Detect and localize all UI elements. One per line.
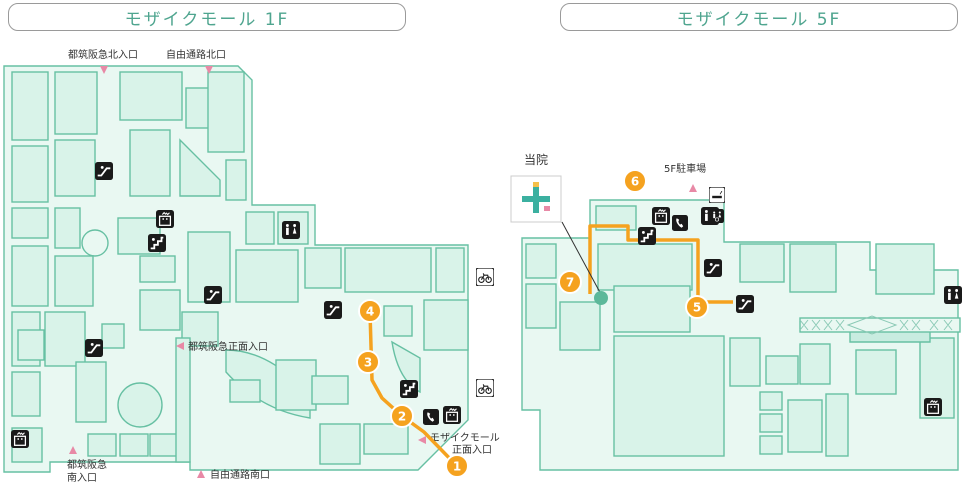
step-2-label: 2 xyxy=(398,410,406,424)
label-mosaic-front-2: 正面入口 xyxy=(452,445,492,456)
stairs-icon xyxy=(148,234,166,252)
elevator-icon xyxy=(924,398,942,416)
restroom-icon xyxy=(282,221,300,239)
label-hankyu-south-2: 南入口 xyxy=(67,471,97,484)
step-marker-5: 5 xyxy=(685,295,709,319)
escalator-icon xyxy=(85,339,103,357)
label-clinic: 当院 xyxy=(524,153,548,167)
step-7-label: 7 xyxy=(566,276,574,290)
step-marker-2: 2 xyxy=(390,404,414,428)
restroom-icon xyxy=(944,286,962,304)
floor-5f xyxy=(521,199,961,471)
escalator-icon xyxy=(736,295,754,313)
step-marker-7: 7 xyxy=(558,270,582,294)
smoking-icon xyxy=(709,187,725,203)
step-6-label: 6 xyxy=(631,175,639,189)
clinic-location-dot xyxy=(594,291,608,305)
label-free-south: 自由通路南口 xyxy=(210,468,270,481)
stairs-icon xyxy=(400,380,418,398)
step-3-label: 3 xyxy=(364,356,372,370)
step-marker-6: 6 xyxy=(623,169,647,193)
label-mosaic-front-1: モザイクモール xyxy=(430,432,500,444)
telephone-icon xyxy=(423,409,439,425)
stairs-icon xyxy=(638,227,656,245)
bicycle-icon xyxy=(476,268,494,286)
floor-1f xyxy=(3,65,469,473)
label-hankyu-north: 都筑阪急北入口 xyxy=(68,48,138,61)
step-marker-3: 3 xyxy=(356,350,380,374)
telephone-icon xyxy=(672,215,688,231)
floor-5f-title: モザイクモール 5F xyxy=(560,3,958,31)
step-marker-4: 4 xyxy=(358,299,382,323)
elevator-icon xyxy=(156,210,174,228)
label-hankyu-front: 都筑阪急正面入口 xyxy=(188,340,268,353)
label-parking: 5F駐車場 xyxy=(664,162,706,175)
escalator-icon xyxy=(324,301,342,319)
escalator-icon xyxy=(204,286,222,304)
label-hankyu-south-1: 都筑阪急 xyxy=(67,458,107,471)
entrance-markers xyxy=(69,66,697,478)
clinic-logo xyxy=(510,175,562,223)
escalator-icon xyxy=(95,162,113,180)
step-4-label: 4 xyxy=(366,305,374,319)
elevator-icon xyxy=(652,207,670,225)
bicycle-icon xyxy=(476,379,494,397)
elevator-icon xyxy=(11,430,29,448)
accessible-restroom-icon xyxy=(710,209,724,223)
label-free-north: 自由通路北口 xyxy=(166,48,226,61)
escalator-icon xyxy=(704,259,722,277)
elevator-icon xyxy=(443,406,461,424)
route-step-markers: 1 2 3 4 5 6 7 xyxy=(356,169,709,478)
step-5-label: 5 xyxy=(693,301,701,315)
step-marker-1: 1 xyxy=(445,454,469,478)
floor-1f-title: モザイクモール 1F xyxy=(8,3,406,31)
clinic-leader-line xyxy=(561,221,604,299)
skybridge-pattern xyxy=(799,315,953,335)
step-1-label: 1 xyxy=(453,460,461,474)
route-5f xyxy=(588,224,733,304)
